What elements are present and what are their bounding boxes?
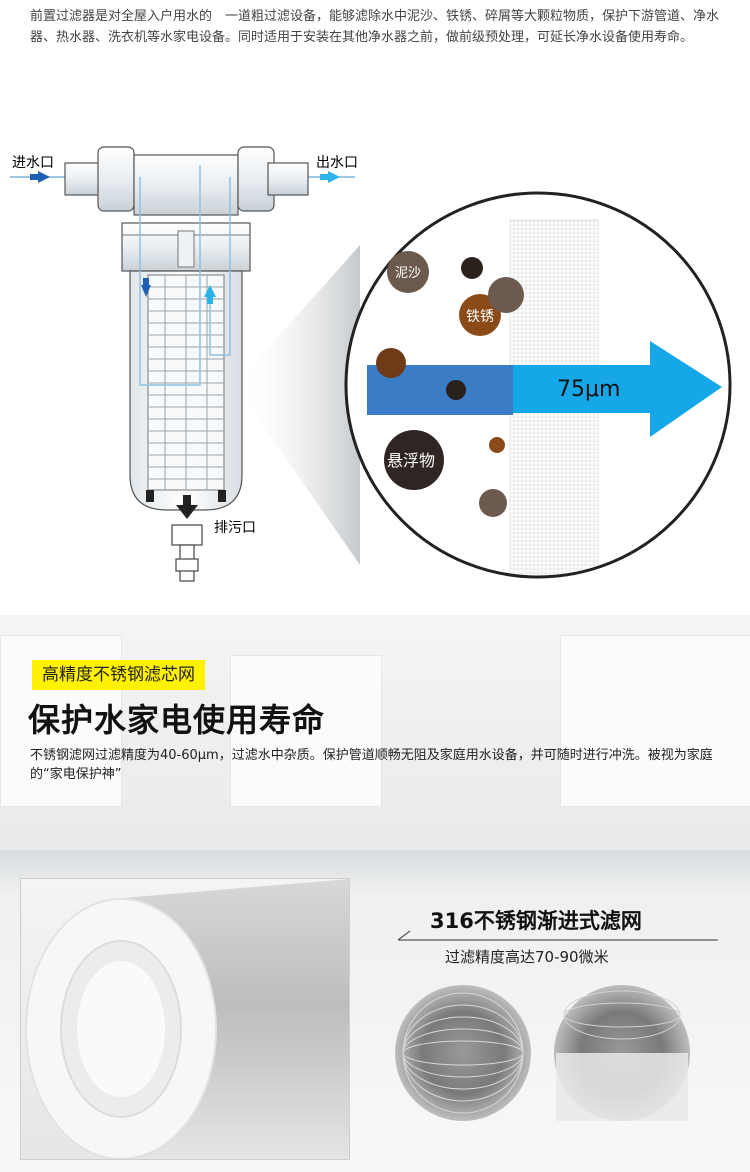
kitchen-window xyxy=(230,655,382,807)
down-flow-arrow-icon xyxy=(141,285,151,297)
intro-paragraph: 前置过滤器是对全屋入户用水的 一道粗过滤设备，能够滤除水中泥沙、铁锈、碎屑等大颗… xyxy=(30,9,720,45)
sand-label: 泥沙 xyxy=(395,266,421,281)
rust-label: 铁锈 xyxy=(466,309,494,325)
suspended-particle xyxy=(384,430,444,490)
inlet-label: 进水口 xyxy=(12,155,54,171)
feature-tag: 高精度不锈钢滤芯网 xyxy=(32,660,205,690)
mesh-title: 316不锈钢渐进式滤网 xyxy=(430,909,642,933)
sand-particle xyxy=(387,251,429,293)
zoom-cone xyxy=(235,245,360,565)
kitchen-cabinet-right xyxy=(560,635,750,807)
suspended-label: 悬浮物 xyxy=(387,451,435,470)
up-flow-arrow-icon xyxy=(204,285,216,297)
rust-particle xyxy=(459,294,501,336)
mesh-subtitle: 过滤精度高达70-90微米 xyxy=(445,948,609,966)
mesh-divider xyxy=(398,930,718,941)
big-flow-arrow-icon xyxy=(513,341,722,437)
drain-label: 排污口 xyxy=(214,520,256,536)
filter-cartridge-photo xyxy=(20,878,350,1160)
mesh-closeups xyxy=(395,985,690,1121)
outlet-arrow-icon xyxy=(328,171,340,183)
filter-diagram: 进水口 出水口 排污口 泥沙 铁锈 悬浮物 75μm xyxy=(10,146,732,582)
outlet-label: 出水口 xyxy=(316,155,358,171)
inlet-arrow-icon xyxy=(38,171,50,183)
mesh-closeup-right xyxy=(554,985,690,1121)
filter-size-label: 75μm xyxy=(557,377,620,402)
mesh-closeup-left xyxy=(395,985,531,1121)
feature-headline: 保护水家电使用寿命 xyxy=(28,701,326,739)
feature-description: 不锈钢滤网过滤精度为40-60μm，过滤水中杂质。保护管道顺畅无阻及家庭用水设备… xyxy=(30,748,713,782)
drain-arrow-icon xyxy=(176,505,198,519)
